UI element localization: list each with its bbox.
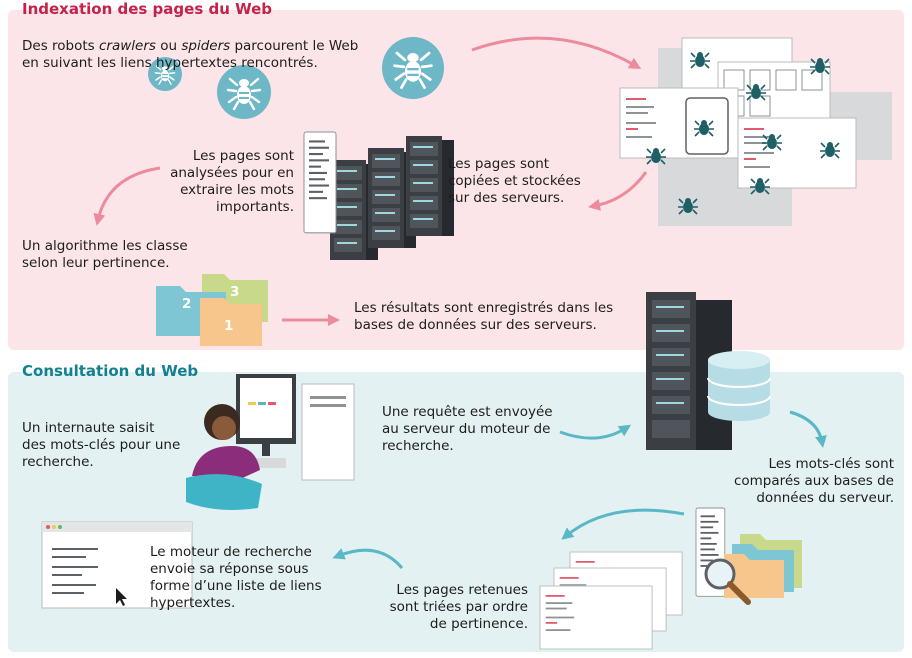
folder-number-2: 2 xyxy=(182,296,192,312)
server-rack-icon xyxy=(330,136,454,260)
computer-icon xyxy=(232,374,355,481)
step-crawl-text: Des robots crawlers ou spiders parcouren… xyxy=(22,38,372,72)
browser-window xyxy=(41,521,193,609)
arrow-query-to-server xyxy=(559,424,632,440)
step-analyze-text: Les pages sont analysées pour en extrair… xyxy=(170,148,294,215)
arrow-sort-to-response xyxy=(332,548,404,569)
magnifier-icon xyxy=(704,558,751,605)
step-crawl-before: Des robots xyxy=(22,38,99,54)
spider-icon xyxy=(148,57,182,91)
spider-icon xyxy=(382,37,444,99)
arrow-pages-to-copy xyxy=(588,171,648,211)
sorted-pages xyxy=(539,551,683,650)
arrow-analyze-to-rank xyxy=(93,166,161,226)
spider-icon xyxy=(217,65,271,119)
step-rank-text: Un algorithme les classe selon leur pert… xyxy=(22,238,188,271)
step-query-user-text: Un internaute saisit des mots-clés pour … xyxy=(22,420,181,470)
folder-icon xyxy=(724,534,802,598)
folder-number-1: 1 xyxy=(224,318,234,334)
folder-number-3: 3 xyxy=(230,284,240,300)
document-icon xyxy=(303,131,337,234)
arrow-server-to-compare xyxy=(789,410,827,448)
indexing-title: Indexation des pages du Web xyxy=(22,0,273,18)
cursor-icon xyxy=(116,588,127,606)
web-pages-cluster xyxy=(619,37,892,226)
database-icon xyxy=(707,351,771,421)
step-crawl-em2: spiders xyxy=(181,38,231,54)
folder-icon xyxy=(156,274,268,346)
arrow-crawl-to-pages xyxy=(471,36,642,69)
step-crawl-mid: ou xyxy=(155,38,182,54)
step-respond-text: Le moteur de recherche envoie sa réponse… xyxy=(150,544,322,611)
user-avatar xyxy=(186,404,262,510)
step-copy-text: Les pages sont copiées et stockées sur d… xyxy=(448,156,581,206)
arrow-compare-to-sort xyxy=(561,508,685,540)
step-store-text: Les résultats sont enregistrés dans les … xyxy=(354,300,614,333)
step-compare-text: Les mots-clés sont comparés aux bases de… xyxy=(733,456,894,506)
consultation-title: Consultation du Web xyxy=(22,362,199,380)
step-query-sent-text: Une requête est envoyée au serveur du mo… xyxy=(382,404,553,454)
step-crawl-after: parcourent le Web en suivant les liens h… xyxy=(22,38,359,71)
step-sort-text: Les pages retenues sont triées par ordre… xyxy=(389,582,528,632)
step-crawl-em1: crawlers xyxy=(99,38,156,54)
